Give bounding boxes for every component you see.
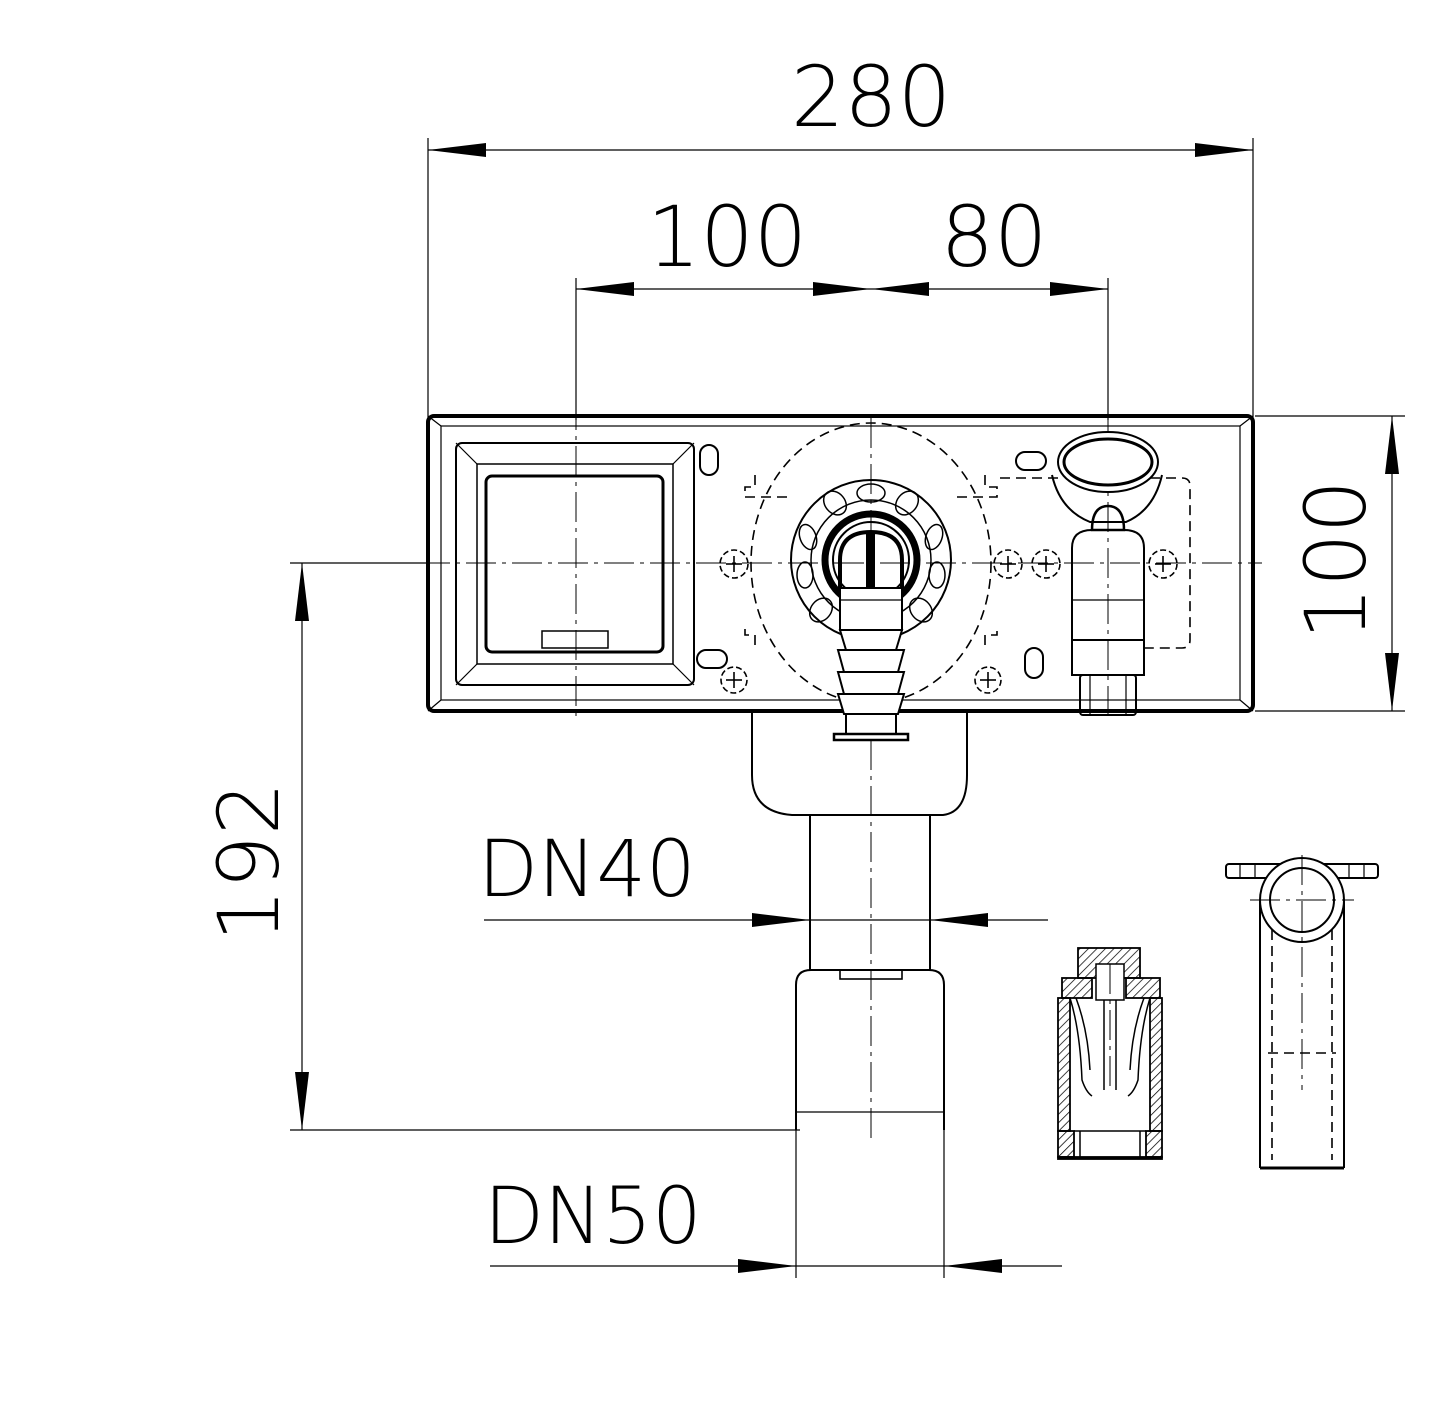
screw-icon	[993, 549, 1023, 579]
valve-connection	[1051, 431, 1163, 716]
screws	[719, 549, 1178, 694]
mounting-slots	[696, 444, 1047, 679]
dim-overall-width: 280	[791, 48, 951, 146]
dim-plate-height: 100	[1287, 480, 1385, 640]
screw-icon	[1031, 549, 1061, 579]
screw-icon	[720, 666, 748, 694]
hose-connection	[790, 479, 952, 742]
accessory-sleeve	[1057, 947, 1163, 1160]
dimension-arrows	[295, 143, 1399, 1273]
dim-pipe-dn40: DN40	[478, 825, 696, 915]
hidden-outlines	[744, 422, 1191, 704]
dim-pipe-dn50: DN50	[484, 1172, 702, 1262]
dim-right-offset: 80	[941, 188, 1048, 286]
screw-icon	[719, 549, 749, 579]
inspection-cover	[455, 442, 695, 686]
dim-depth: 192	[200, 782, 298, 942]
screw-icon	[1148, 549, 1178, 579]
drain-pipe-dn50	[795, 969, 945, 1130]
dim-left-offset: 100	[647, 188, 807, 286]
accessory-elbow-pipe	[1225, 855, 1379, 1170]
drain-pipe-dn40	[809, 815, 931, 970]
trap-body	[751, 711, 968, 816]
screw-icon	[974, 666, 1002, 694]
